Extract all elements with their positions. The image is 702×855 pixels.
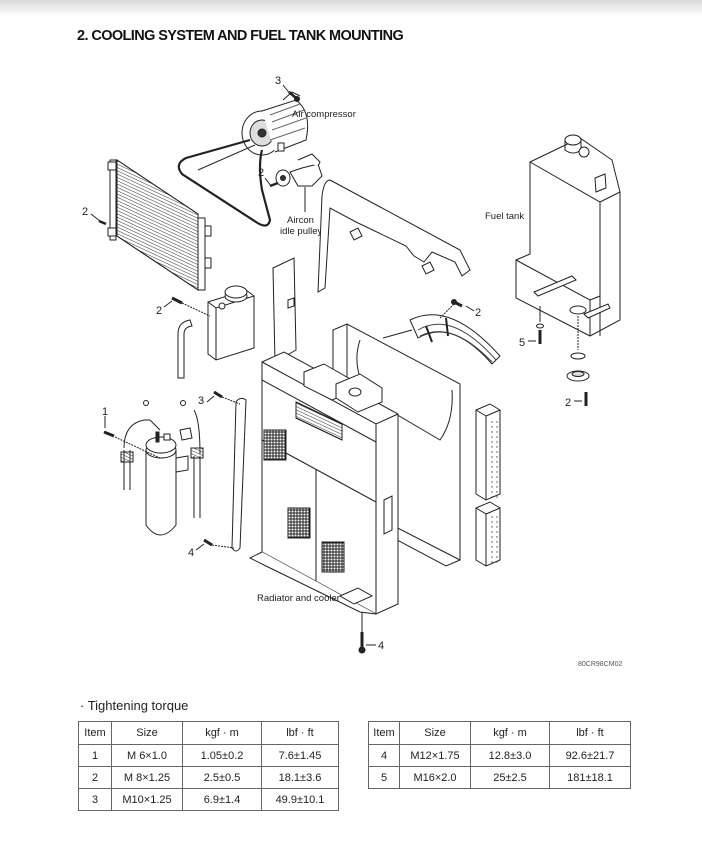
cell-item: 5 — [368, 766, 400, 789]
side-plate — [272, 257, 297, 363]
svg-text:5: 5 — [519, 337, 525, 349]
label-fuel-tank: Fuel tank — [485, 211, 524, 222]
cell-lbf-ft: 181±18.1 — [549, 766, 631, 789]
cell-kgf-m: 1.05±0.2 — [182, 744, 262, 767]
cell-size: M 8×1.25 — [111, 766, 183, 789]
col-size: Size — [111, 721, 183, 745]
col-lbf-ft: lbf · ft — [549, 721, 631, 745]
cell-lbf-ft: 92.6±21.7 — [549, 744, 631, 767]
cell-size: M 6×1.0 — [111, 744, 183, 767]
callout-condenser-bolt: 2 — [82, 206, 107, 226]
air-compressor — [241, 91, 309, 156]
table-row: 1 M 6×1.0 1.05±0.2 7.6±1.45 — [78, 744, 339, 767]
drive-belt — [177, 138, 272, 227]
exploded-parts-diagram: 3 Air compressor 2 Aircon idle pulley 2 — [82, 75, 621, 654]
callout-reservoir-bolt: 2 — [156, 296, 211, 317]
col-kgf-m: kgf · m — [182, 721, 262, 745]
fan-guard — [382, 314, 501, 365]
cell-lbf-ft: 49.9±10.1 — [261, 788, 339, 811]
dryer-hoses — [120, 400, 204, 518]
svg-text:3: 3 — [275, 75, 281, 87]
callout-pulley-bolt: 2 — [258, 167, 279, 188]
torque-table-left: Item Size kgf · m lbf · ft 1 M 6×1.0 1.0… — [78, 721, 339, 811]
label-idle-pulley: idle pulley — [280, 226, 322, 237]
figure-code: 80CR98CM02 — [578, 661, 623, 668]
table-header-row: Item Size kgf · m lbf · ft — [368, 721, 631, 745]
label-aircon: Aircon — [287, 215, 314, 226]
callout-bracket-bottom-bolt: 4 — [188, 538, 235, 559]
upper-frame — [317, 179, 471, 293]
svg-text:3: 3 — [198, 395, 204, 407]
callout-radiator-bolt: 4 — [358, 612, 384, 654]
svg-text:2: 2 — [156, 305, 162, 317]
col-item: Item — [368, 721, 400, 745]
cell-item: 3 — [78, 788, 112, 811]
cell-item: 1 — [78, 744, 112, 767]
support-bracket — [231, 397, 247, 552]
cell-lbf-ft: 7.6±1.45 — [261, 744, 339, 767]
cell-kgf-m: 25±2.5 — [470, 766, 550, 789]
callout-tank-mount-bolt: 5 — [519, 306, 544, 349]
condenser — [107, 159, 212, 291]
svg-text:1: 1 — [102, 406, 108, 418]
coolant-reservoir — [207, 285, 255, 361]
table-row: 5 M16×2.0 25±2.5 181±18.1 — [368, 766, 631, 789]
callout-bracket-top-bolt: 3 — [198, 390, 241, 407]
table-row: 4 M12×1.75 12.8±3.0 92.6±21.7 — [368, 744, 631, 767]
cell-item: 2 — [78, 766, 112, 789]
svg-text:4: 4 — [188, 547, 194, 559]
seal-blocks — [475, 403, 501, 567]
reservoir-hose — [177, 319, 193, 379]
table-row: 2 M 8×1.25 2.5±0.5 18.1±3.6 — [78, 766, 339, 789]
svg-text:2: 2 — [565, 397, 571, 409]
cell-size: M16×2.0 — [399, 766, 471, 789]
cell-kgf-m: 6.9±1.4 — [182, 788, 262, 811]
page-top-shadow — [0, 0, 702, 16]
svg-text:2: 2 — [475, 307, 481, 319]
callout-compressor-bolt: 3 — [275, 75, 300, 102]
fuel-tank — [515, 134, 621, 337]
aircon-idle-pulley — [275, 153, 323, 212]
svg-text:4: 4 — [378, 640, 384, 652]
table-row: 3 M10×1.25 6.9±1.4 49.9±10.1 — [78, 788, 339, 811]
svg-text:2: 2 — [82, 206, 88, 218]
cell-kgf-m: 2.5±0.5 — [182, 766, 262, 789]
callout-dryer-bolt: 1 — [102, 406, 161, 459]
table-header-row: Item Size kgf · m lbf · ft — [78, 721, 339, 745]
svg-text:2: 2 — [258, 167, 264, 179]
cell-lbf-ft: 18.1±3.6 — [261, 766, 339, 789]
radiator-and-cooler — [248, 351, 399, 615]
tank-drain-parts — [566, 316, 590, 382]
torque-heading: · Tightening torque — [80, 698, 189, 713]
cell-kgf-m: 12.8±3.0 — [470, 744, 550, 767]
callout-tank-drain-bolt: 2 — [565, 392, 588, 409]
label-radiator-and-cooler: Radiator and cooler — [257, 593, 340, 604]
cell-item: 4 — [368, 744, 400, 767]
section-title: 2. COOLING SYSTEM AND FUEL TANK MOUNTING — [77, 28, 404, 44]
col-size: Size — [399, 721, 471, 745]
col-item: Item — [78, 721, 112, 745]
cell-size: M10×1.25 — [111, 788, 183, 811]
label-air-compressor: Air compressor — [292, 109, 356, 120]
cell-size: M12×1.75 — [399, 744, 471, 767]
torque-table-right: Item Size kgf · m lbf · ft 4 M12×1.75 12… — [368, 721, 631, 789]
col-kgf-m: kgf · m — [470, 721, 550, 745]
callout-shroud-bolt: 2 — [439, 299, 481, 319]
receiver-dryer — [145, 431, 189, 536]
col-lbf-ft: lbf · ft — [261, 721, 339, 745]
